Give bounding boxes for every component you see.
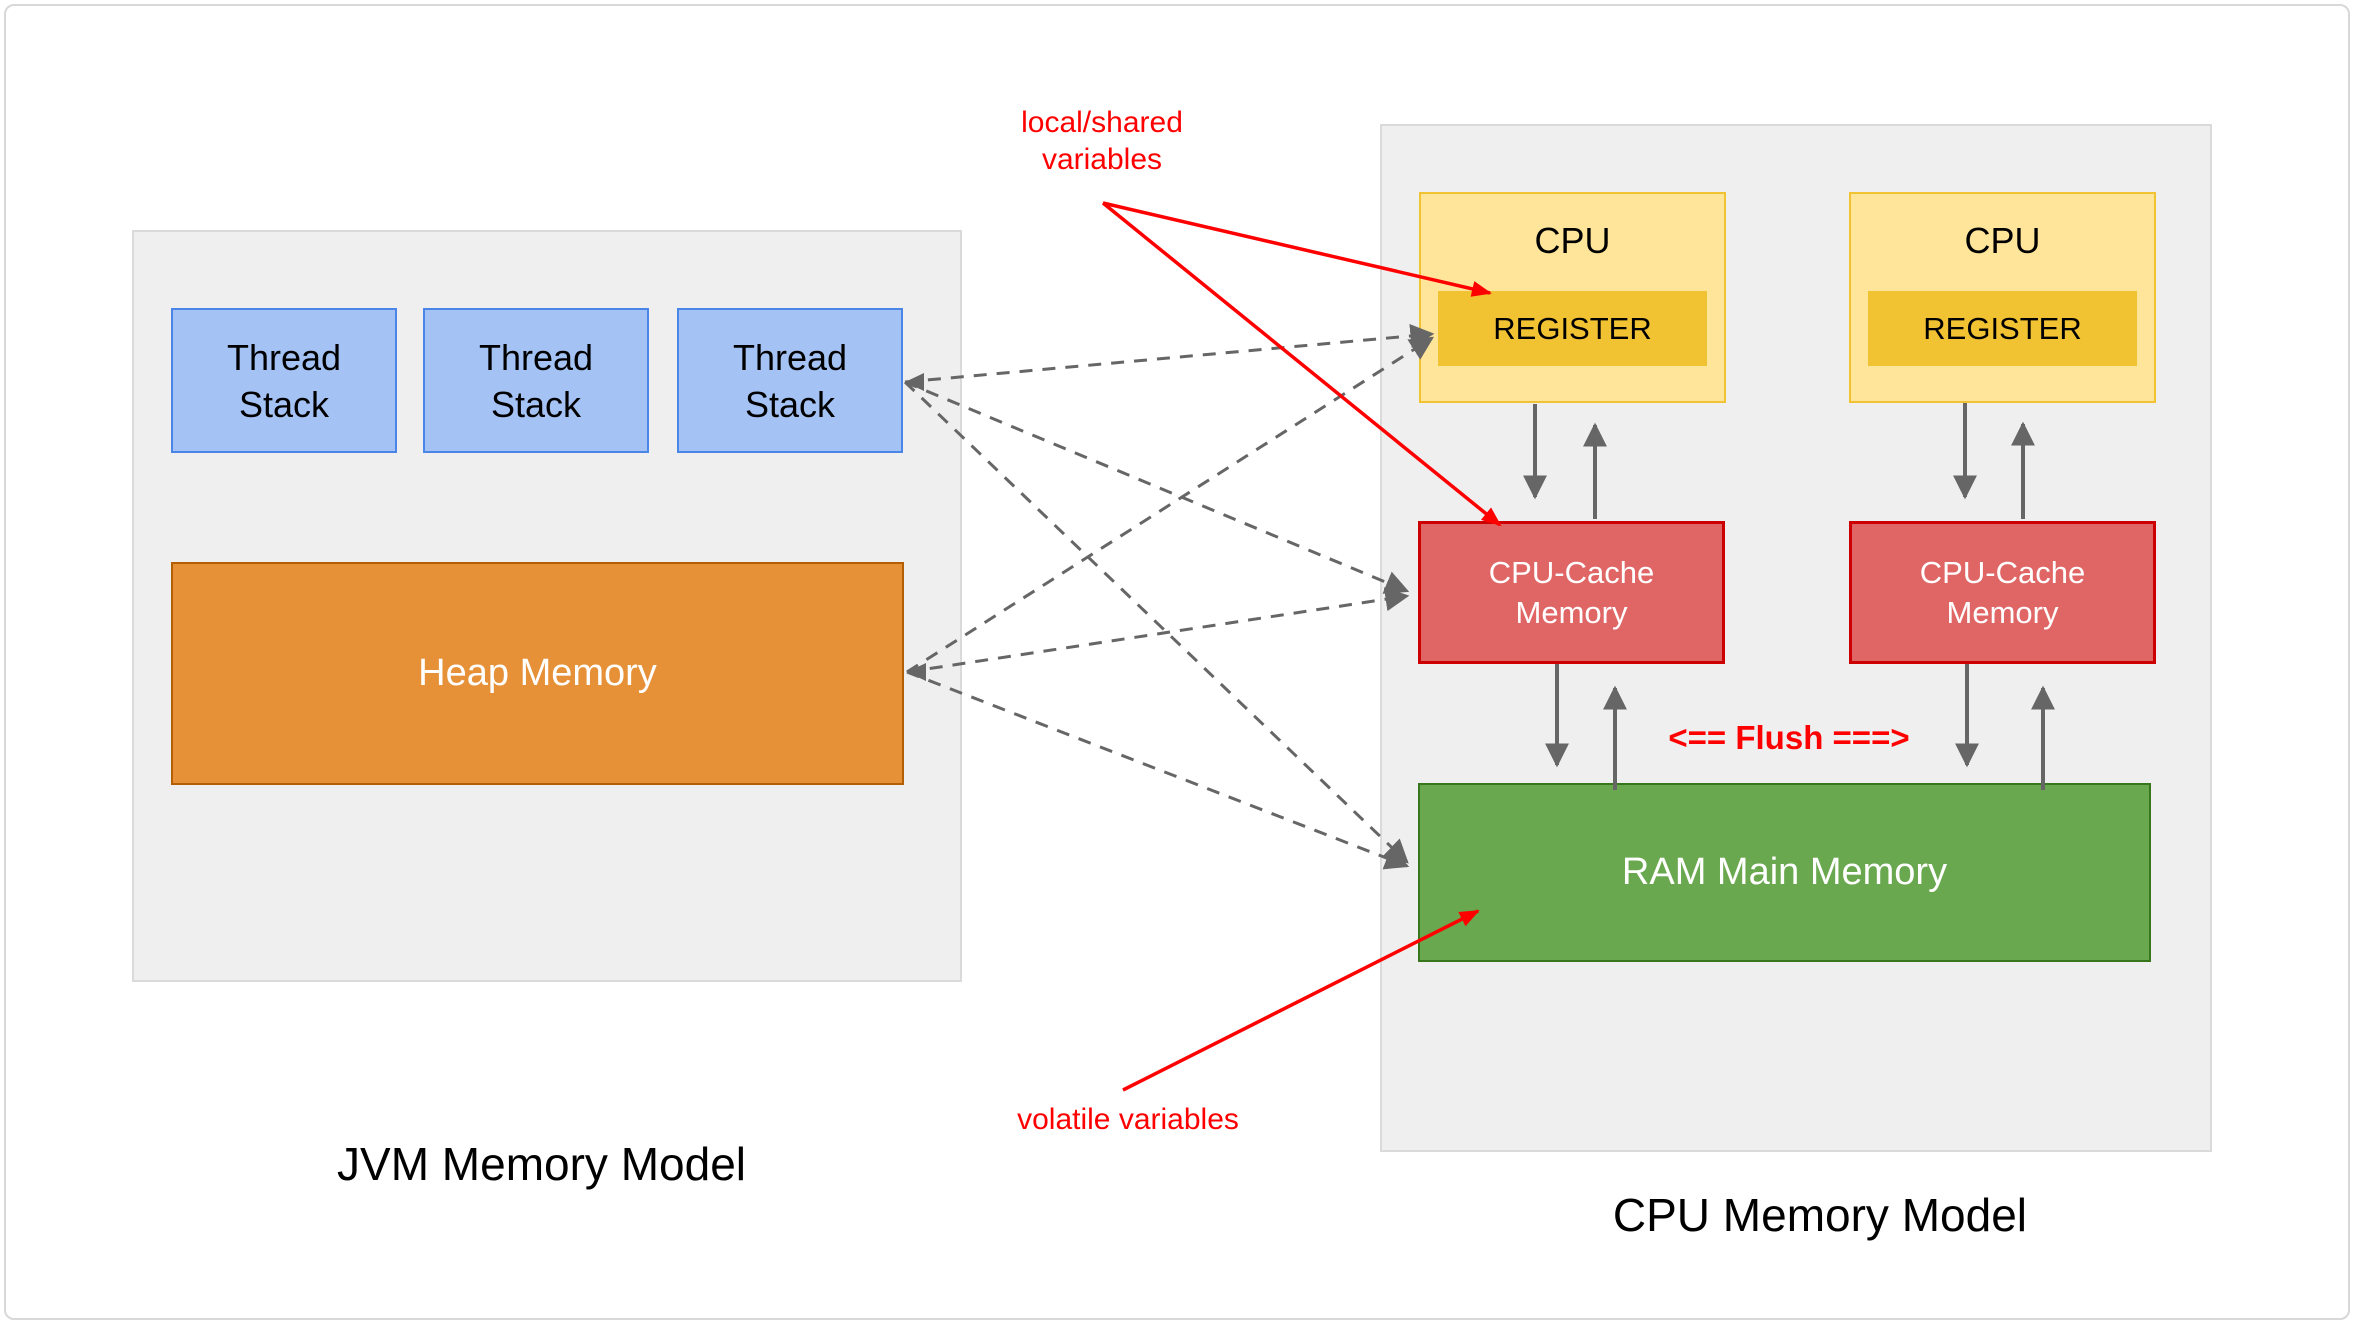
- cpu-box-1: CPU REGISTER: [1419, 192, 1726, 403]
- volatile-variables-annotation: volatile variables: [1017, 1103, 1239, 1136]
- thread-stack-label: Thread Stack: [478, 336, 594, 425]
- thread-stack-box-2: Thread Stack: [423, 308, 649, 453]
- cpu-cache-label: CPU-Cache Memory: [1919, 554, 2086, 630]
- thread-stack-box-1: Thread Stack: [171, 308, 397, 453]
- cpu-cache-memory-box-2: CPU-Cache Memory: [1849, 521, 2156, 664]
- cpu-label: CPU: [1534, 220, 1611, 261]
- thread-stack-label: Thread Stack: [732, 336, 848, 425]
- heap-memory-box: Heap Memory: [171, 562, 904, 785]
- ram-label: RAM Main Memory: [1621, 851, 1948, 893]
- cpu-box-2: CPU REGISTER: [1849, 192, 2156, 403]
- thread-stack-box-3: Thread Stack: [677, 308, 903, 453]
- cpu-cache-memory-box-1: CPU-Cache Memory: [1418, 521, 1725, 664]
- ram-main-memory-box: RAM Main Memory: [1418, 783, 2151, 962]
- thread-stack-label: Thread Stack: [226, 336, 342, 425]
- cpu-panel-title: CPU Memory Model: [1612, 1189, 2027, 1241]
- flush-annotation: <== Flush ===>: [1668, 719, 1910, 756]
- local-shared-variables-annotation: local/shared variables: [1021, 106, 1183, 176]
- cpu-label: CPU: [1964, 220, 2041, 261]
- cpu-cache-label: CPU-Cache Memory: [1488, 554, 1655, 630]
- heap-memory-label: Heap Memory: [418, 652, 657, 694]
- jvm-panel-title: JVM Memory Model: [337, 1138, 746, 1190]
- register-box-2: REGISTER: [1868, 291, 2137, 366]
- register-box-1: REGISTER: [1438, 291, 1707, 366]
